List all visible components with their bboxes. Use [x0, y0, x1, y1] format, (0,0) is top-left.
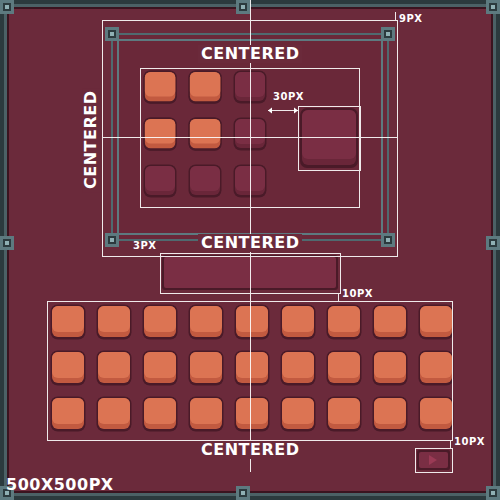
guide-label: CENTERED	[198, 441, 302, 459]
guide-label: 500X500PX	[6, 476, 114, 494]
dimension-label: 10PX	[454, 436, 485, 447]
guide-label: CENTERED	[198, 234, 302, 252]
dimension-label: 3PX	[133, 240, 157, 251]
dimension-label: 30PX	[273, 91, 304, 102]
guide-label: CENTERED	[82, 88, 100, 192]
guide-label: CENTERED	[198, 45, 302, 63]
dimension-label: 9PX	[399, 13, 423, 24]
dimension-label: 10PX	[342, 288, 373, 299]
